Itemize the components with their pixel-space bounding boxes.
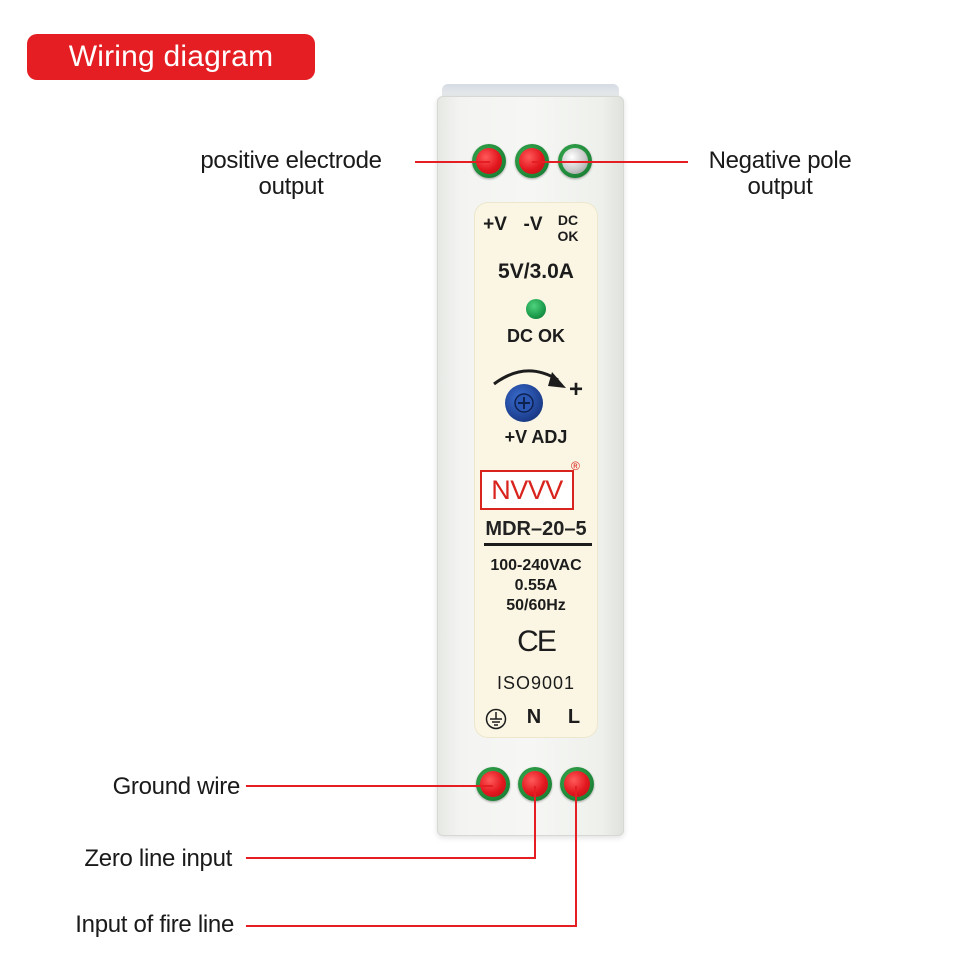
callout-positive-line2: output xyxy=(258,173,324,200)
input-frequency: 50/60Hz xyxy=(506,597,566,614)
model-underline xyxy=(484,543,592,546)
iso-mark: ISO9001 xyxy=(496,673,576,693)
title-badge: Wiring diagram xyxy=(27,34,315,80)
screw-icon xyxy=(522,771,548,797)
adjust-label: +V ADJ xyxy=(504,427,568,447)
callout-negative-output: Negative pole output xyxy=(685,148,875,200)
live-label: L xyxy=(567,706,581,728)
terminal-live xyxy=(560,767,594,801)
callout-positive-output: positive electrode output xyxy=(180,148,402,200)
label-dcok-line2: OK xyxy=(557,228,579,244)
terminal-positive-output xyxy=(472,144,506,178)
callout-fire-line-input: Input of fire line xyxy=(75,911,234,938)
input-current: 0.55A xyxy=(514,577,558,594)
label-dcok-line1: DC xyxy=(557,212,579,228)
label-plus-v: +V xyxy=(483,214,507,235)
terminal-ground xyxy=(476,767,510,801)
callout-ground-wire: Ground wire xyxy=(112,773,241,800)
terminal-negative-output xyxy=(515,144,549,178)
callout-positive-line1: positive electrode xyxy=(200,147,382,174)
callout-negative-line2: output xyxy=(747,173,813,200)
adjust-plus-sign: + xyxy=(568,376,583,403)
led-indicator-icon xyxy=(526,299,546,319)
model-number: MDR–20–5 xyxy=(485,518,587,540)
registered-mark: ® xyxy=(571,459,580,473)
label-minus-v: -V xyxy=(523,214,543,235)
terminal-neutral xyxy=(518,767,552,801)
rotate-arrow-icon xyxy=(493,369,566,388)
voltage-adjust-knob-icon xyxy=(505,384,543,422)
ground-symbol-icon xyxy=(485,708,507,730)
output-rating: 5V/3.0A xyxy=(498,260,574,283)
screw-icon xyxy=(519,148,545,174)
neutral-label: N xyxy=(526,706,542,728)
input-voltage: 100-240VAC xyxy=(490,557,582,574)
terminal-dc-ok xyxy=(558,144,592,178)
screw-icon xyxy=(562,148,588,174)
screw-icon xyxy=(476,148,502,174)
knob-cross-icon xyxy=(514,393,534,413)
led-label: DC OK xyxy=(507,326,565,346)
ce-mark: CE xyxy=(517,625,557,658)
screw-icon xyxy=(480,771,506,797)
callout-zero-line-input: Zero line input xyxy=(84,845,232,872)
brand-logo: NVVV xyxy=(491,475,563,505)
screw-icon xyxy=(564,771,590,797)
brand-logo-box xyxy=(480,470,574,510)
callout-negative-line1: Negative pole xyxy=(708,147,852,174)
